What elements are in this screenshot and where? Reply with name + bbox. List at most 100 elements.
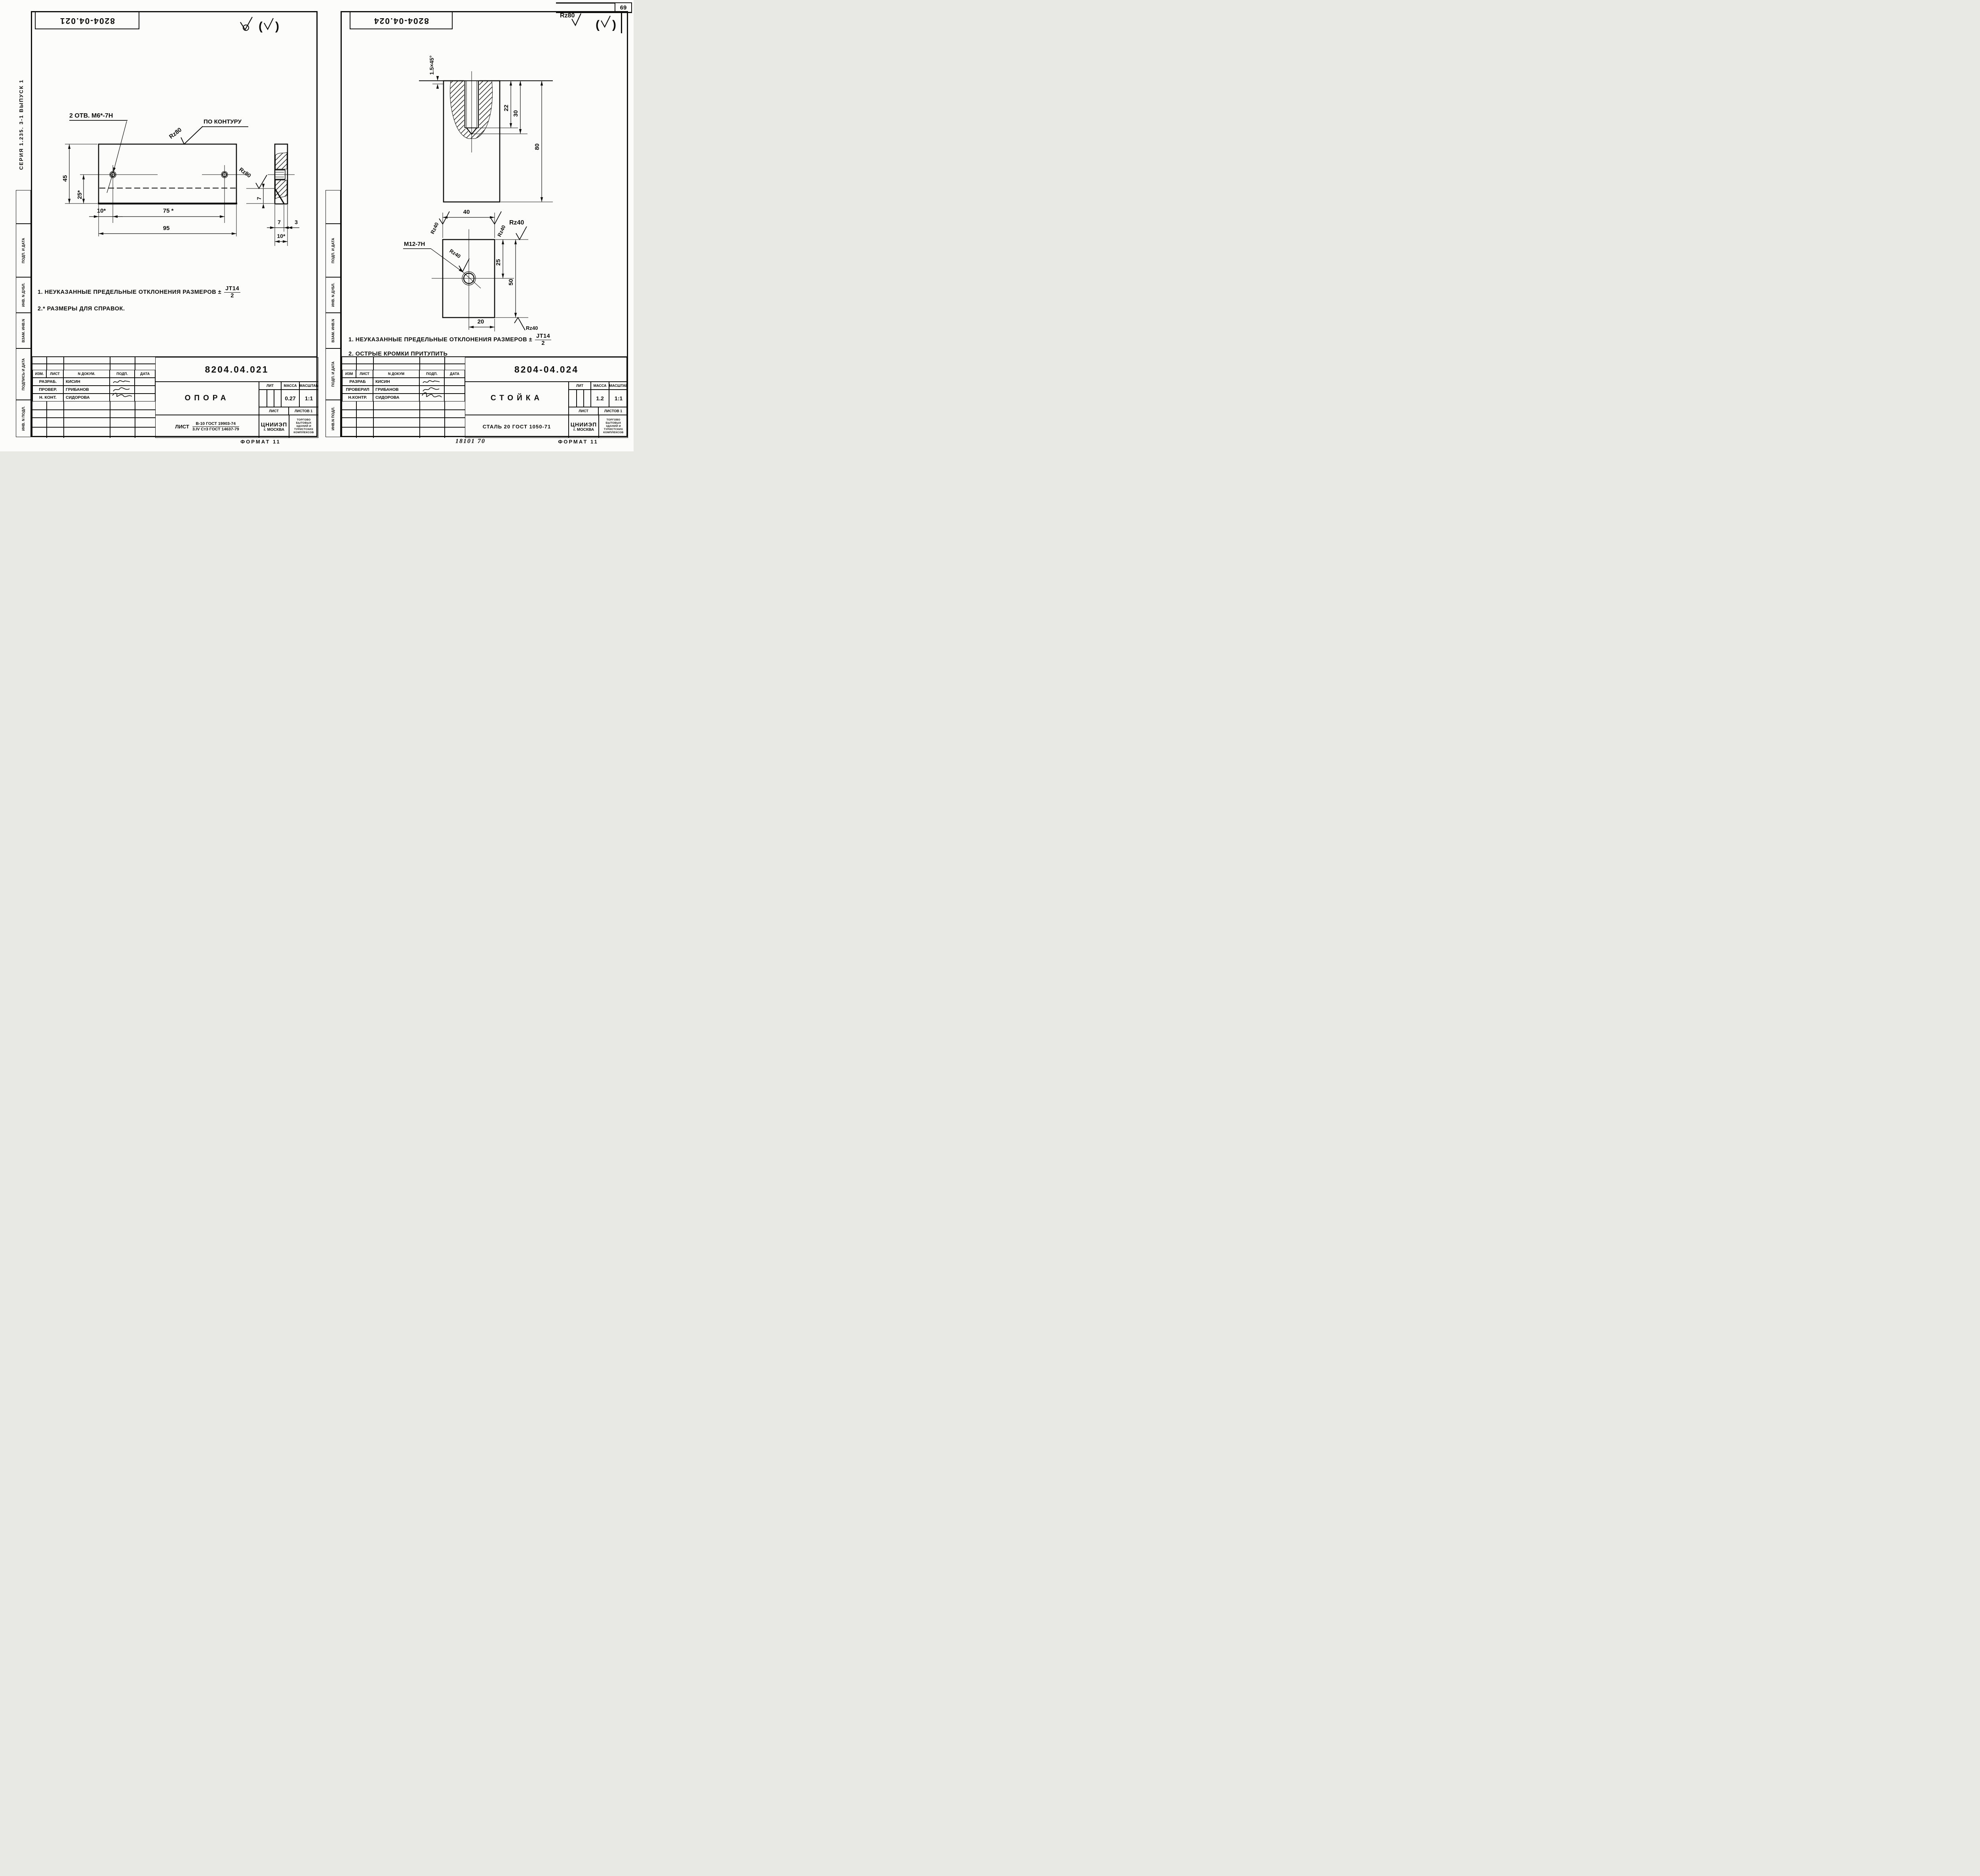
- section-view: [419, 71, 553, 203]
- svg-text:75 *: 75 *: [163, 207, 174, 214]
- grid-line: [356, 401, 357, 438]
- check-icon: [571, 13, 581, 27]
- plan-dimensions: 40 25 50 20: [443, 209, 517, 331]
- col-header: ЛИСТ: [46, 370, 63, 378]
- bottom-dimensions: 10* 75 * 95: [89, 205, 237, 236]
- svg-text:Rz40: Rz40: [429, 221, 440, 235]
- grid-line: [419, 357, 420, 370]
- contour-roughness-callout: Rz80 ПО КОНТУРУ: [168, 118, 248, 145]
- col-header: ДАТА: [135, 370, 155, 378]
- signature-cell: [419, 386, 444, 394]
- svg-text:22: 22: [503, 105, 510, 111]
- doc-number-stamp-right: 8204-04.024: [350, 11, 453, 29]
- signature: [112, 393, 132, 397]
- grid-line: [46, 401, 47, 438]
- check-icon: [264, 18, 274, 30]
- grid-line: [419, 401, 420, 438]
- masshtab-value: 1:1: [609, 390, 628, 407]
- grid-line: [583, 390, 584, 407]
- date-cell: [135, 378, 155, 386]
- plan-view: [432, 229, 514, 330]
- tolerance-fraction: JT14 2: [224, 286, 241, 299]
- date-cell: [444, 394, 465, 401]
- circle-icon: [243, 25, 249, 31]
- org-cell: ЦНИИЭП г. МОСКВА: [259, 415, 289, 438]
- role-cell: ПРОВЕР.: [32, 386, 63, 394]
- massa-header: МАССА: [281, 382, 299, 390]
- grid-line: [444, 357, 445, 370]
- org-name: ЦНИИЭП: [570, 421, 597, 428]
- check-icon: [439, 211, 450, 225]
- depth-dimensions: 22 30 80: [472, 81, 543, 202]
- grid-line: [32, 427, 155, 428]
- tolerance-fraction: JT14 2: [535, 333, 552, 346]
- org-desc: ТОРГОВО БЫТОВЫХ ЗДАНИЙ И ТУРИСТСКИХ КОМП…: [289, 415, 318, 438]
- grid-line: [373, 401, 374, 438]
- grid-line: [32, 417, 155, 418]
- grid-line: [373, 357, 374, 370]
- masshtab-header: МАСШТАБ: [299, 382, 318, 390]
- name-cell: КИСИН: [63, 378, 110, 386]
- svg-text:Rz80: Rz80: [238, 166, 252, 179]
- role-cell: Н. КОНТ.: [32, 394, 63, 401]
- paren: (: [259, 20, 263, 33]
- svg-text:7: 7: [256, 197, 262, 200]
- grid-line: [63, 401, 64, 438]
- scanned-drawing-page: 69 СЕРИЯ 1.235. 3-1 ВЫПУСК 1 ПОДП. И ДАТ…: [0, 0, 634, 451]
- check-icon: [516, 226, 527, 240]
- svg-text:Rz40: Rz40: [496, 224, 506, 238]
- massa-value: 0.27: [281, 390, 299, 407]
- grid-line: [63, 357, 64, 370]
- right-note-2: 2. ОСТРЫЕ КРОМКИ ПРИТУПИТЬ: [348, 351, 447, 357]
- masshtab-header: МАСШТАБ: [609, 382, 628, 390]
- material-label: ЛИСТ: [175, 423, 189, 430]
- svg-text:95: 95: [163, 225, 170, 232]
- thread-callout: М12-7Н: [403, 241, 481, 289]
- listov-label: ЛИСТОВ 1: [289, 407, 318, 415]
- signature-cell: [110, 378, 135, 386]
- side-dimensions: 7 7 3 10*: [246, 184, 299, 246]
- part-name: ОПОРА: [155, 382, 259, 415]
- list-label: ЛИСТ: [569, 407, 598, 415]
- role-cell: ПРОВЕРИЛ: [342, 386, 373, 394]
- name-cell: ГРИБАНОВ: [373, 386, 419, 394]
- material-cell: ЛИСТ В-10 ГОСТ 19903-74 3.IV Ст3 ГОСТ 14…: [155, 415, 259, 438]
- frame-line: [556, 12, 632, 13]
- note-text: 2. ОСТРЫЕ КРОМКИ ПРИТУПИТЬ: [348, 351, 448, 357]
- svg-text:Rz40: Rz40: [448, 248, 462, 259]
- signature-cell: [110, 386, 135, 394]
- date-cell: [444, 378, 465, 386]
- lit-header: ЛИТ: [569, 382, 591, 390]
- format-label-right: ФОРМАТ 11: [558, 439, 598, 445]
- masshtab-value: 1:1: [299, 390, 318, 407]
- series-vertical-label: СЕРИЯ 1.235. 3-1 ВЫПУСК 1: [18, 79, 24, 170]
- org-city: г. МОСКВА: [573, 427, 594, 432]
- sidebar-label: ИНВ. N ДУБЛ.: [16, 277, 31, 313]
- check-icon: [240, 17, 253, 31]
- lit-value: [259, 390, 281, 407]
- svg-text:ПО КОНТУРУ: ПО КОНТУРУ: [204, 118, 242, 125]
- list-label: ЛИСТ: [259, 407, 289, 415]
- org-city: г. МОСКВА: [263, 427, 285, 432]
- svg-text:Rz40: Rz40: [526, 325, 538, 331]
- col-header: ИЗМ.: [32, 370, 46, 378]
- col-header: ПОДП.: [110, 370, 135, 378]
- grid-line: [342, 363, 465, 364]
- check-icon: [491, 211, 502, 225]
- svg-text:7: 7: [278, 219, 281, 225]
- name-cell: СИДОРОВА: [63, 394, 110, 401]
- org-name: ЦНИИЭП: [261, 421, 287, 428]
- frame-line: [621, 13, 622, 33]
- check-icon: [514, 317, 525, 331]
- page-number: 69: [615, 2, 632, 13]
- stamp-text: 8204-04.024: [373, 16, 429, 25]
- sidebar-label: ПОДП. И ДАТА: [16, 224, 31, 277]
- org-cell: ЦНИИЭП г. МОСКВА: [569, 415, 599, 438]
- material-fraction: В-10 ГОСТ 19903-74 3.IV Ст3 ГОСТ 14637-7…: [192, 421, 239, 432]
- note-text: 2.* РАЗМЕРЫ ДЛЯ СПРАВОК.: [38, 306, 125, 312]
- left-note-2: 2.* РАЗМЕРЫ ДЛЯ СПРАВОК.: [38, 306, 125, 312]
- signature-cell: [419, 392, 444, 401]
- left-drawing-opora: 2 ОТВ. М6*-7Н Rz80 ПО КОНТУРУ: [62, 112, 299, 246]
- sidebar-label: ПОДПИСЬ И ДАТА: [16, 348, 31, 400]
- part-name: СТОЙКА: [465, 382, 569, 415]
